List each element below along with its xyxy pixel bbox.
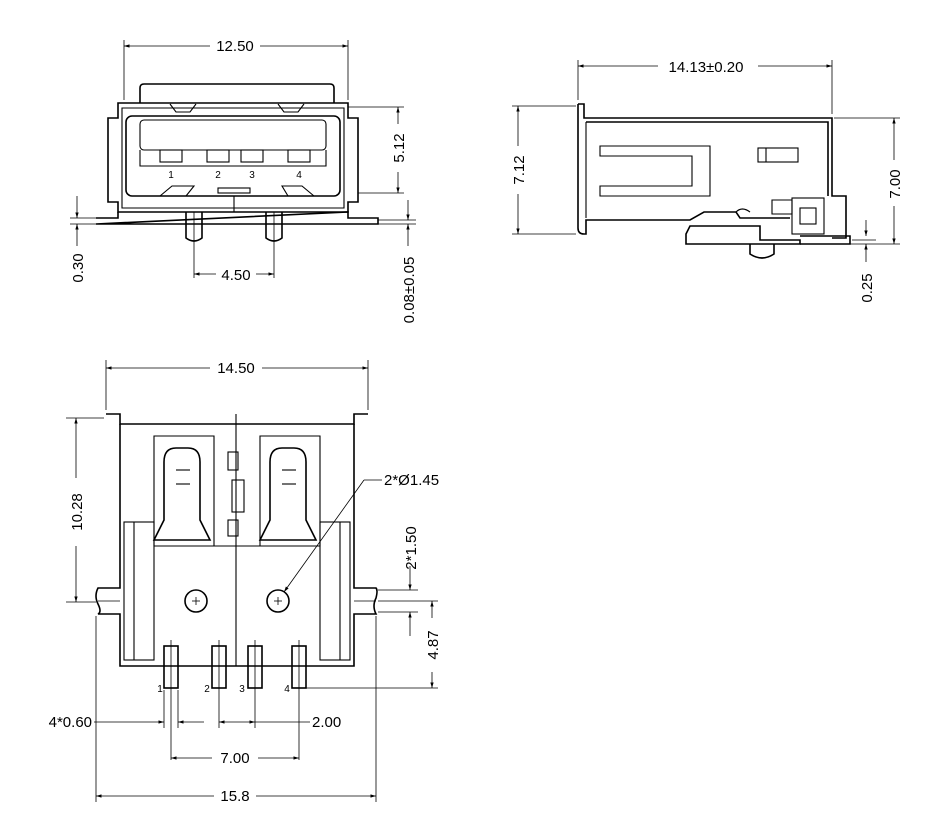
side-view: 14.13±0.20 7.12 7.00 0.25 (511, 59, 904, 303)
top-dim-width: 14.50 (217, 360, 255, 377)
front-dim-width: 12.50 (216, 38, 254, 55)
top-pin-1: 1 (157, 684, 163, 695)
top-dim-pin-span: 7.00 (220, 750, 249, 767)
front-view: 1 2 3 4 12.50 5.12 4.50 0.30 0.08±0.05 (70, 38, 418, 323)
front-dim-left-small: 0.30 (70, 253, 87, 282)
hole-right (266, 589, 290, 613)
front-pin-3: 3 (249, 170, 255, 181)
front-pin-2: 2 (215, 170, 221, 181)
front-pin-1: 1 (168, 170, 174, 181)
top-dim-hole: 2*Ø1.45 (384, 472, 439, 489)
front-pin-4: 4 (296, 170, 302, 181)
hole-left (184, 589, 208, 613)
top-pin-4: 4 (284, 684, 290, 695)
top-view: 1 2 3 4 14.50 10.28 2*Ø1.45 2*1.50 4.87 (49, 360, 442, 805)
side-dim-bottom-small: 0.25 (859, 273, 876, 302)
top-dim-offset: 4.87 (425, 630, 442, 659)
top-dim-overall-width: 15.8 (220, 788, 249, 805)
top-dim-pin-pitch: 2.00 (312, 714, 341, 731)
top-dim-length: 10.28 (69, 493, 86, 531)
top-pin-3: 3 (239, 684, 245, 695)
top-dim-pin-width: 4*0.60 (49, 714, 92, 731)
top-pin-2: 2 (204, 684, 210, 695)
side-dim-length: 14.13±0.20 (669, 59, 744, 76)
side-dim-height-left: 7.12 (511, 155, 528, 184)
top-dim-peg: 2*1.50 (403, 526, 420, 569)
side-dim-height-right: 7.00 (887, 169, 904, 198)
front-dim-pitch: 4.50 (221, 267, 250, 284)
front-dim-right-small: 0.08±0.05 (401, 257, 418, 324)
front-dim-height: 5.12 (391, 133, 408, 162)
